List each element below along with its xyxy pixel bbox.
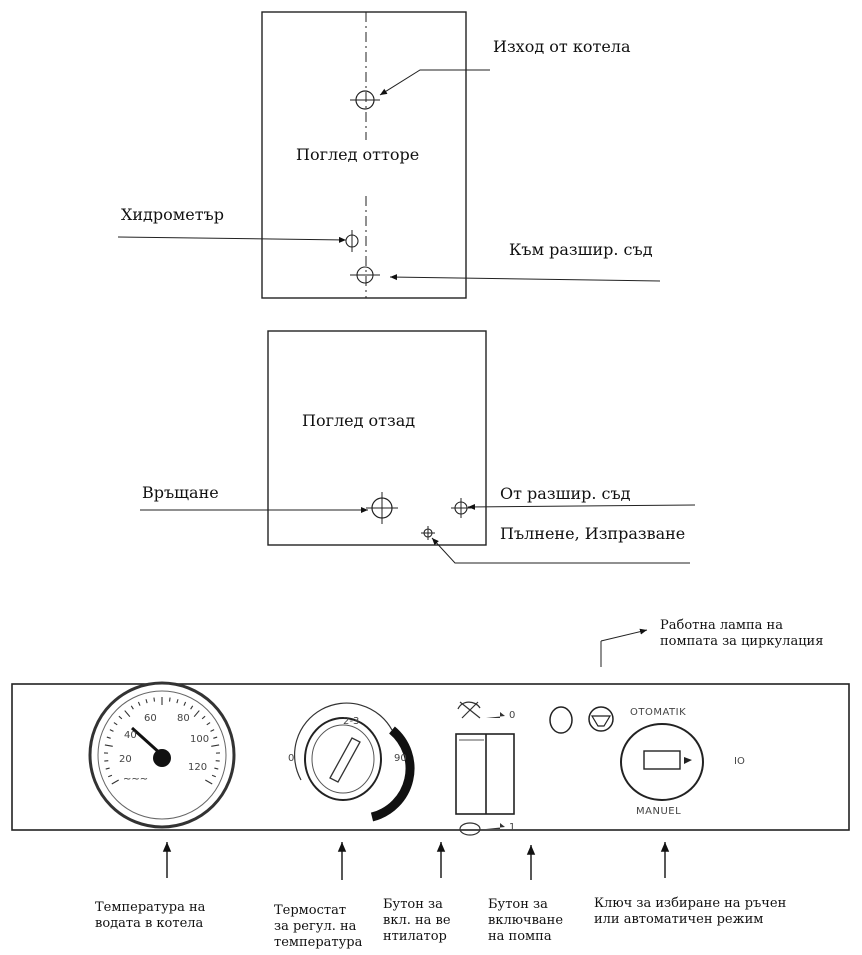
gauge-tick [111,779,119,785]
gauge-tick [168,697,171,702]
top-view-title: Поглед отторе [296,145,420,164]
gauge-scale-40: 40 [124,730,137,741]
caption-water-temp-line2: водата в котела [95,916,204,931]
caption-mode-switch: Ключ за избиране на ръчен или автоматиче… [594,896,786,928]
gauge-tick [109,729,114,732]
gauge-tick [211,774,216,778]
switch-bottom-mark: 1 [509,822,516,833]
gauge-tick [190,705,194,710]
return-port-symbol [366,492,398,524]
gauge-tick [137,701,141,706]
gauge-tick [210,729,215,732]
caption-water-temp: Температура на водата в котела [95,900,205,932]
caption-fan-button-line1: Бутон за [383,897,443,912]
gauge-scale-80: 80 [177,713,190,724]
gauge-tick [201,715,206,720]
mode-selector-knob [620,723,704,801]
caption-thermostat-line2: за регул. на [274,919,357,934]
thermostat-knob [294,702,415,822]
pump-lamp-label-line1: Работна лампа на [660,618,783,633]
gauge-needle [130,726,164,757]
caption-water-temp-line1: Температура на [95,900,206,915]
gauge-tick [176,699,179,704]
pump-lamp-label-line2: помпата за циркулация [660,634,824,649]
water-temperature-gauge: ~~~ [88,681,236,829]
gauge-scale-120: 120 [188,762,208,773]
pump-lamp-label: Работна лампа на помпата за циркулация [660,618,823,650]
caption-fan-button-line2: вкл. на ве [383,913,451,928]
gauge-tick [213,736,218,739]
fill-drain-leader-line [431,537,690,564]
fan-pump-switches [455,701,515,836]
gauge-tick [118,715,123,720]
gauge-scale-60: 60 [144,713,157,724]
from-expansion-arrow [467,503,696,510]
hydrometer-label: Хидрометър [121,205,224,224]
caption-pump-button-line1: Бутон за [488,897,548,912]
caption-mode-switch-line1: Ключ за избиране на ръчен [594,896,787,911]
back-view-box [267,330,487,546]
selector-otomatik: OTOMATIK [630,707,687,718]
outlet-port-symbol [350,90,380,110]
outlet-leader-line [379,69,490,96]
thermostat-mid-mark: 2-3 [343,716,360,727]
gauge-tick [145,699,148,704]
hydrometer-arrow [117,236,347,243]
caption-fan-button: Бутон за вкл. на ве нтилатор [383,897,451,945]
gauge-tick [105,767,110,770]
from-expansion-label: От разшир. съд [500,484,631,503]
caption-fan-button-line3: нтилатор [383,929,447,944]
gauge-tick [214,767,219,770]
gauge-scale-100: 100 [190,734,210,745]
gauge-tick [183,701,187,706]
hydrometer-port-symbol [345,230,359,252]
selector-side-mark: IO [734,756,745,767]
gauge-tick [124,710,131,718]
gauge-tick [205,779,213,785]
caption-pump-button-line2: включване [488,913,564,928]
back-view-title: Поглед отзад [302,411,416,430]
gauge-scale-20: 20 [119,754,132,765]
gauge-tick [108,774,113,778]
expansion-port-symbol [350,266,380,284]
gauge-tick [206,722,211,726]
gauge-tick [113,722,118,726]
from-expansion-port-symbol [451,498,471,518]
caption-thermostat-line3: температура [274,935,363,950]
selector-manuel: MANUEL [636,806,682,817]
expansion-arrow [389,274,661,282]
gauge-tick [104,744,113,747]
gauge-tick [193,710,200,718]
pump-lamp-leader-h [600,628,648,642]
gauge-tick [130,705,134,710]
gauge-tick [106,736,111,739]
caption-thermostat: Термостат за регул. на температура [274,903,362,951]
indicator-lamps [549,706,614,734]
thermostat-min-mark: 0 [288,753,295,764]
gauge-brand: ~~~ [123,774,148,785]
caption-thermostat-line1: Термостат [274,903,347,918]
caption-pump-button: Бутон за включване на помпа [488,897,563,945]
caption-mode-switch-line2: или автоматичен режим [594,912,764,927]
top-view-box [261,11,467,299]
outlet-label: Изход от котела [493,37,631,56]
switch-top-mark: 0 [509,710,516,721]
caption-pump-button-line3: на помпа [488,929,552,944]
thermostat-max-mark: 90 [394,753,407,764]
fill-drain-label: Пълнене, Изпразване [500,524,686,543]
expansion-label: Към разшир. съд [509,240,653,259]
return-label: Връщане [142,483,219,502]
gauge-tick [153,697,156,702]
fill-drain-port-symbol [421,526,435,540]
gauge-tick [211,744,220,747]
